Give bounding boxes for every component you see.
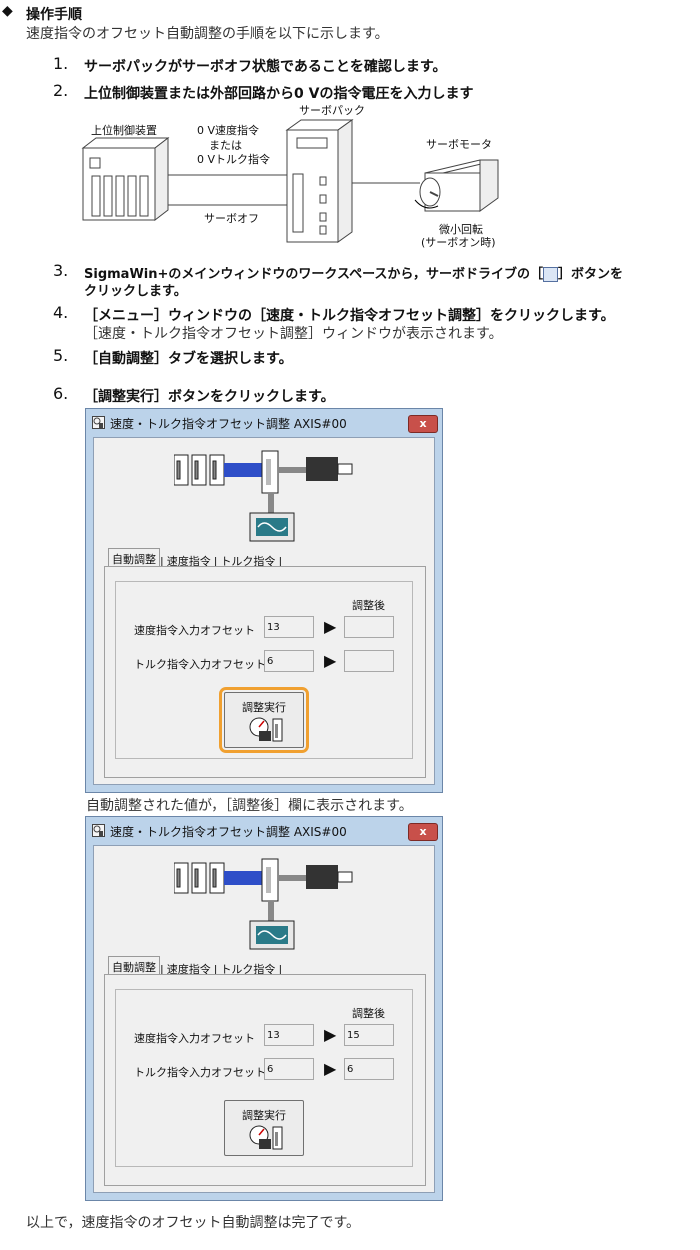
step-4-text: ［メニュー］ウィンドウの［速度・トルク指令オフセット調整］をクリックします。 — [84, 308, 615, 324]
step-5-text: ［自動調整］タブを選択します。 — [84, 351, 293, 367]
connection-diagram — [80, 100, 600, 250]
tab-speed-command[interactable]: 速度指令 — [166, 555, 211, 568]
diagram-servo-off-label: サーボオフ — [204, 212, 259, 225]
after-label: 調整後 — [352, 1007, 385, 1020]
completion-text: 以上で，速度指令のオフセット自動調整は完了です。 — [26, 1215, 361, 1231]
step-2-text: 上位制御装置または外部回路から0 Vの指令電圧を入力します — [84, 86, 474, 102]
window-client: 自動調整|速度指令|トルク指令| 調整後 速度指令入力オフセット 13 ▶ トル… — [93, 437, 435, 785]
tab-auto-adjust[interactable]: 自動調整 — [108, 548, 160, 569]
close-button[interactable]: x — [408, 415, 438, 433]
torque-offset-label: トルク指令入力オフセット — [134, 658, 266, 671]
tab-torque-command[interactable]: トルク指令 — [220, 555, 276, 568]
result-caption: 自動調整された値が，［調整後］欄に表示されます。 — [86, 798, 413, 814]
speed-offset-after-field — [344, 616, 394, 638]
step-3-text: SigmaWin+のメインウィンドウのワークスペースから，サーボドライブの［ ］ボ… — [84, 263, 623, 282]
step-4-number: 4. — [53, 303, 69, 322]
step-6-text: ［調整実行］ボタンをクリックします。 — [84, 389, 335, 405]
torque-offset-current-field: 6 — [264, 650, 314, 672]
diagram-cmd-or-label: または — [209, 139, 242, 152]
connection-diagram-svg — [81, 119, 499, 243]
adjust-group: 調整後 速度指令入力オフセット 13 ▶ トルク指令入力オフセット 6 ▶ 調整… — [115, 581, 413, 759]
arrow-right-icon: ▶ — [324, 651, 337, 670]
speed-offset-current-field: 13 — [264, 616, 314, 638]
step-4-subtext: ［速度・トルク指令オフセット調整］ウィンドウが表示されます。 — [84, 326, 503, 342]
offset-adjust-window-before: 速度・トルク指令オフセット調整 AXIS#00 x 自動調整|速度指令|トルク指… — [85, 408, 443, 793]
step-6-number: 6. — [53, 384, 69, 403]
step-1-number: 1. — [53, 54, 69, 73]
app-icon — [92, 824, 105, 837]
adjust-group: 調整後 速度指令入力オフセット 13 ▶ 15 トルク指令入力オフセット 6 ▶… — [115, 989, 413, 1167]
run-adjust-label: 調整実行 — [242, 1109, 286, 1122]
section-title: 操作手順 — [26, 7, 82, 23]
window-title: 速度・トルク指令オフセット調整 AXIS#00 — [110, 825, 347, 839]
arrow-right-icon: ▶ — [324, 1059, 337, 1078]
adjust-gauge-icon — [249, 1125, 283, 1150]
section-intro: 速度指令のオフセット自動調整の手順を以下に示します。 — [26, 26, 389, 42]
speed-offset-label: 速度指令入力オフセット — [134, 1032, 255, 1045]
arrow-right-icon: ▶ — [324, 1025, 337, 1044]
system-diagram-icon — [174, 450, 353, 542]
tab-auto-adjust[interactable]: 自動調整 — [108, 956, 160, 977]
run-adjust-label: 調整実行 — [242, 701, 286, 714]
diagram-rotation-label: 微小回転 — [439, 223, 483, 236]
step-3-text-end: ］ボタンを — [558, 267, 624, 282]
diagram-servopack-label: サーボパック — [299, 104, 365, 117]
diagram-host-label: 上位制御装置 — [91, 124, 157, 137]
torque-offset-after-field: 6 — [344, 1058, 394, 1080]
title-bar[interactable]: 速度・トルク指令オフセット調整 AXIS#00 x — [86, 817, 442, 845]
run-adjust-button[interactable]: 調整実行 — [224, 1100, 304, 1156]
app-icon — [92, 416, 105, 429]
section-marker: ◆ — [2, 3, 13, 19]
auto-adjust-pane: 調整後 速度指令入力オフセット 13 ▶ トルク指令入力オフセット 6 ▶ 調整… — [104, 566, 426, 778]
title-bar[interactable]: 速度・トルク指令オフセット調整 AXIS#00 x — [86, 409, 442, 437]
tab-bar: 自動調整|速度指令|トルク指令| — [108, 548, 282, 571]
diagram-motor-label: サーボモータ — [426, 138, 492, 151]
auto-adjust-pane: 調整後 速度指令入力オフセット 13 ▶ 15 トルク指令入力オフセット 6 ▶… — [104, 974, 426, 1186]
diagram-cmd2-label: 0 Vトルク指令 — [197, 153, 271, 166]
diagram-cmd1-label: 0 V速度指令 — [197, 124, 260, 137]
speed-offset-label: 速度指令入力オフセット — [134, 624, 255, 637]
adjust-gauge-icon — [249, 717, 283, 742]
step-3-text-start: SigmaWin+のメインウィンドウのワークスペースから，サーボドライブの［ — [84, 267, 544, 282]
step-2-number: 2. — [53, 81, 69, 100]
step-3-number: 3. — [53, 261, 69, 280]
offset-adjust-window-after: 速度・トルク指令オフセット調整 AXIS#00 x 自動調整|速度指令|トルク指… — [85, 816, 443, 1201]
window-client: 自動調整|速度指令|トルク指令| 調整後 速度指令入力オフセット 13 ▶ 15… — [93, 845, 435, 1193]
after-label: 調整後 — [352, 599, 385, 612]
system-diagram-icon — [174, 858, 353, 950]
servo-drive-button-icon — [543, 267, 559, 282]
step-1-text: サーボパックがサーボオフ状態であることを確認します。 — [84, 59, 447, 75]
step-5-number: 5. — [53, 346, 69, 365]
arrow-right-icon: ▶ — [324, 617, 337, 636]
step-3-text-2: クリックします。 — [84, 284, 187, 299]
torque-offset-after-field — [344, 650, 394, 672]
speed-offset-current-field: 13 — [264, 1024, 314, 1046]
torque-offset-label: トルク指令入力オフセット — [134, 1066, 266, 1079]
tab-torque-command[interactable]: トルク指令 — [220, 963, 276, 976]
window-title: 速度・トルク指令オフセット調整 AXIS#00 — [110, 417, 347, 431]
tab-speed-command[interactable]: 速度指令 — [166, 963, 211, 976]
close-button[interactable]: x — [408, 823, 438, 841]
speed-offset-after-field: 15 — [344, 1024, 394, 1046]
diagram-servo-on-label: (サーボオン時) — [421, 236, 496, 249]
run-adjust-button[interactable]: 調整実行 — [219, 687, 309, 753]
tab-bar: 自動調整|速度指令|トルク指令| — [108, 956, 282, 979]
torque-offset-current-field: 6 — [264, 1058, 314, 1080]
